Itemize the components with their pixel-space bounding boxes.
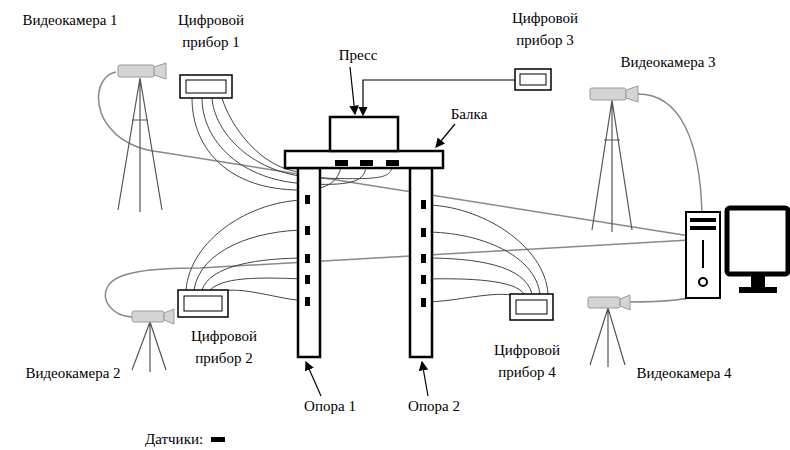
digital-device (178, 69, 553, 320)
camera-label: Видеокамера 3 (620, 52, 715, 74)
part-label: Пресс (337, 46, 380, 64)
node-text: Цифровой прибор 2 (179, 326, 269, 370)
computer (690, 218, 716, 222)
tripod (590, 308, 625, 367)
sensor (305, 297, 310, 306)
press (330, 117, 398, 151)
support-2 (410, 168, 432, 357)
sensor-wire (425, 205, 548, 294)
camera-cable (638, 94, 702, 214)
sensor (386, 160, 399, 166)
video-camera (154, 63, 166, 79)
video-camera (588, 297, 620, 308)
sensor (421, 275, 426, 284)
camera-cable (105, 240, 690, 317)
camera-cable (99, 72, 702, 317)
device-label: Цифровой прибор 3 (500, 8, 590, 52)
sensor-wire (425, 279, 524, 294)
sensor (305, 254, 310, 263)
camera-label: Видеокамера 4 (636, 363, 731, 385)
legend-swatch (211, 437, 225, 442)
video-camera (620, 295, 630, 310)
sensor (421, 298, 426, 307)
leader-arrow (436, 124, 455, 147)
video-camera (118, 63, 638, 324)
computer (740, 288, 776, 292)
node-text: Видеокамера 4 (636, 363, 731, 385)
press-signal-line (363, 80, 515, 115)
support-1 (298, 168, 320, 357)
computer (752, 276, 764, 288)
digital-device (178, 290, 228, 317)
legend-entry: Датчики: (145, 431, 225, 448)
camera-label: Видеокамера 2 (25, 363, 120, 385)
video-camera (626, 86, 638, 102)
sensor (360, 160, 373, 166)
video-camera (118, 65, 154, 77)
device-label: Цифровой прибор 1 (166, 10, 256, 54)
sensor (305, 195, 310, 204)
sensor-wire (425, 294, 516, 302)
digital-device (186, 80, 226, 93)
part-label: Балка (449, 105, 490, 123)
sensor (305, 226, 310, 235)
tripod (118, 78, 162, 212)
node-text: Цифровой прибор 4 (482, 340, 572, 384)
video-camera (164, 309, 174, 324)
sensor (421, 254, 426, 263)
leader-arrow (350, 67, 355, 114)
camera-cable (99, 72, 690, 236)
computer (702, 240, 704, 268)
part-label: Опора 2 (406, 397, 462, 415)
computer (686, 212, 720, 298)
sensor (421, 200, 426, 209)
digital-device (180, 75, 232, 98)
tripod (132, 322, 166, 372)
sensor-wire (220, 290, 307, 301)
computer (690, 226, 716, 230)
device-label: Цифровой прибор 2 (179, 326, 269, 370)
sensor-wire (202, 258, 307, 290)
digital-device (515, 69, 551, 90)
computer (699, 278, 707, 286)
sensor-wire (186, 200, 307, 290)
sensor-wire (425, 205, 548, 302)
video-camera (132, 311, 164, 322)
sensor-wire (194, 230, 307, 290)
leader-arrow (306, 362, 321, 396)
computer (727, 208, 788, 274)
node-text: Цифровой прибор 3 (500, 8, 590, 52)
sensor (421, 228, 426, 237)
sensor-wire (425, 258, 532, 294)
sensor-wire (186, 200, 307, 301)
video-camera (590, 88, 626, 100)
camera-label: Видеокамера 1 (22, 10, 117, 32)
computer (686, 208, 788, 298)
sensor-wire (425, 232, 540, 294)
tripod (592, 100, 632, 232)
leader-arrow (306, 67, 455, 396)
device-label: Цифровой прибор 4 (482, 340, 572, 384)
beam (285, 151, 443, 168)
tripod (118, 78, 632, 372)
node-text: Видеокамера 2 (25, 363, 120, 385)
sensor (335, 160, 348, 166)
sensor (305, 160, 426, 307)
digital-device (520, 74, 546, 85)
digital-device (184, 296, 222, 311)
digital-device (516, 300, 547, 314)
leader-arrow (422, 362, 428, 396)
digital-device (510, 294, 553, 320)
sensor (305, 275, 310, 284)
node-text: Видеокамера 3 (620, 52, 715, 74)
part-label: Опора 1 (302, 397, 358, 415)
node-text: Цифровой прибор 1 (166, 10, 256, 54)
legend-text: Датчики: (145, 431, 203, 448)
node-text: Видеокамера 1 (22, 10, 117, 32)
sensor-wire (210, 278, 307, 290)
